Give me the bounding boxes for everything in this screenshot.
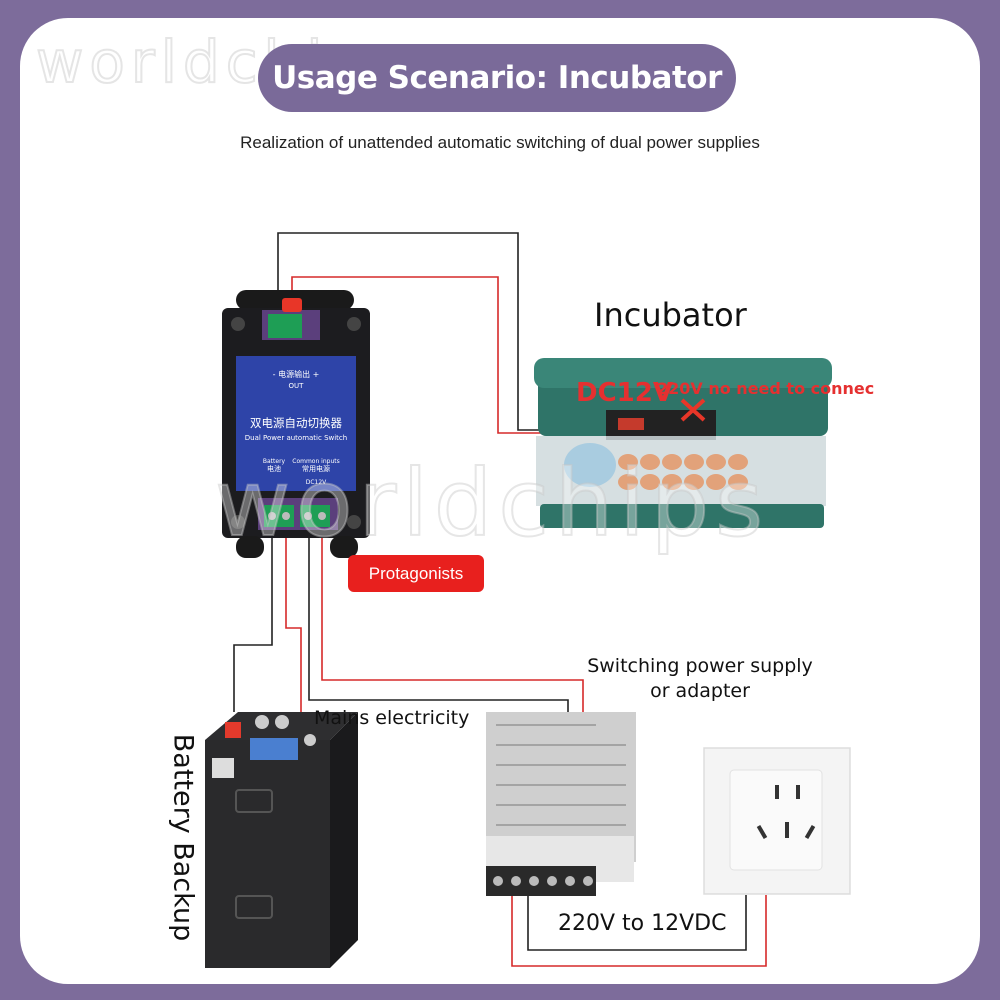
- incubator-ac-note: 220V no need to connec: [657, 379, 875, 398]
- conversion-label: 220V to 12VDC: [558, 911, 727, 936]
- protagonists-badge: Protagonists: [348, 555, 484, 592]
- wire-ac-live: [511, 895, 767, 967]
- incubator-dc-label: DC12V: [576, 378, 673, 408]
- power-supply-image: [486, 712, 636, 896]
- dual-power-switch: - 电源输出 + OUT 双电源自动切换器 Dual Power automat…: [222, 290, 370, 558]
- battery-image: [205, 712, 358, 968]
- wire-battery-negative: [233, 528, 273, 712]
- psu-label-line2: or adapter: [650, 680, 750, 702]
- page-subtitle: Realization of unattended automatic swit…: [240, 133, 760, 152]
- switch-common-en: Common inputs: [292, 458, 340, 465]
- wire-battery-positive: [285, 528, 302, 752]
- wall-socket-image: [703, 747, 851, 895]
- mains-electricity-label: Mains electricity: [314, 707, 470, 729]
- switch-common-cn: 常用电源: [302, 464, 330, 473]
- page-title: Usage Scenario: Incubator: [258, 44, 736, 112]
- switch-output-label: - 电源输出 +: [273, 369, 320, 379]
- psu-label: Switching power supply or adapter: [560, 654, 840, 704]
- switch-name-en: Dual Power automatic Switch: [245, 434, 347, 442]
- psu-label-line1: Switching power supply: [587, 655, 813, 677]
- battery-backup-label: Battery Backup: [167, 733, 199, 942]
- switch-battery-en: Battery: [263, 458, 286, 465]
- switch-common-voltage: DC12V: [306, 479, 327, 486]
- switch-battery-cn: 电池: [267, 464, 281, 473]
- switch-name-cn: 双电源自动切换器: [250, 416, 342, 430]
- wire-ac-neutral: [527, 895, 747, 951]
- incubator-image: [534, 358, 832, 528]
- incubator-label: Incubator: [594, 296, 747, 334]
- switch-out-label: OUT: [289, 382, 305, 390]
- wire-output-positive: [291, 276, 615, 434]
